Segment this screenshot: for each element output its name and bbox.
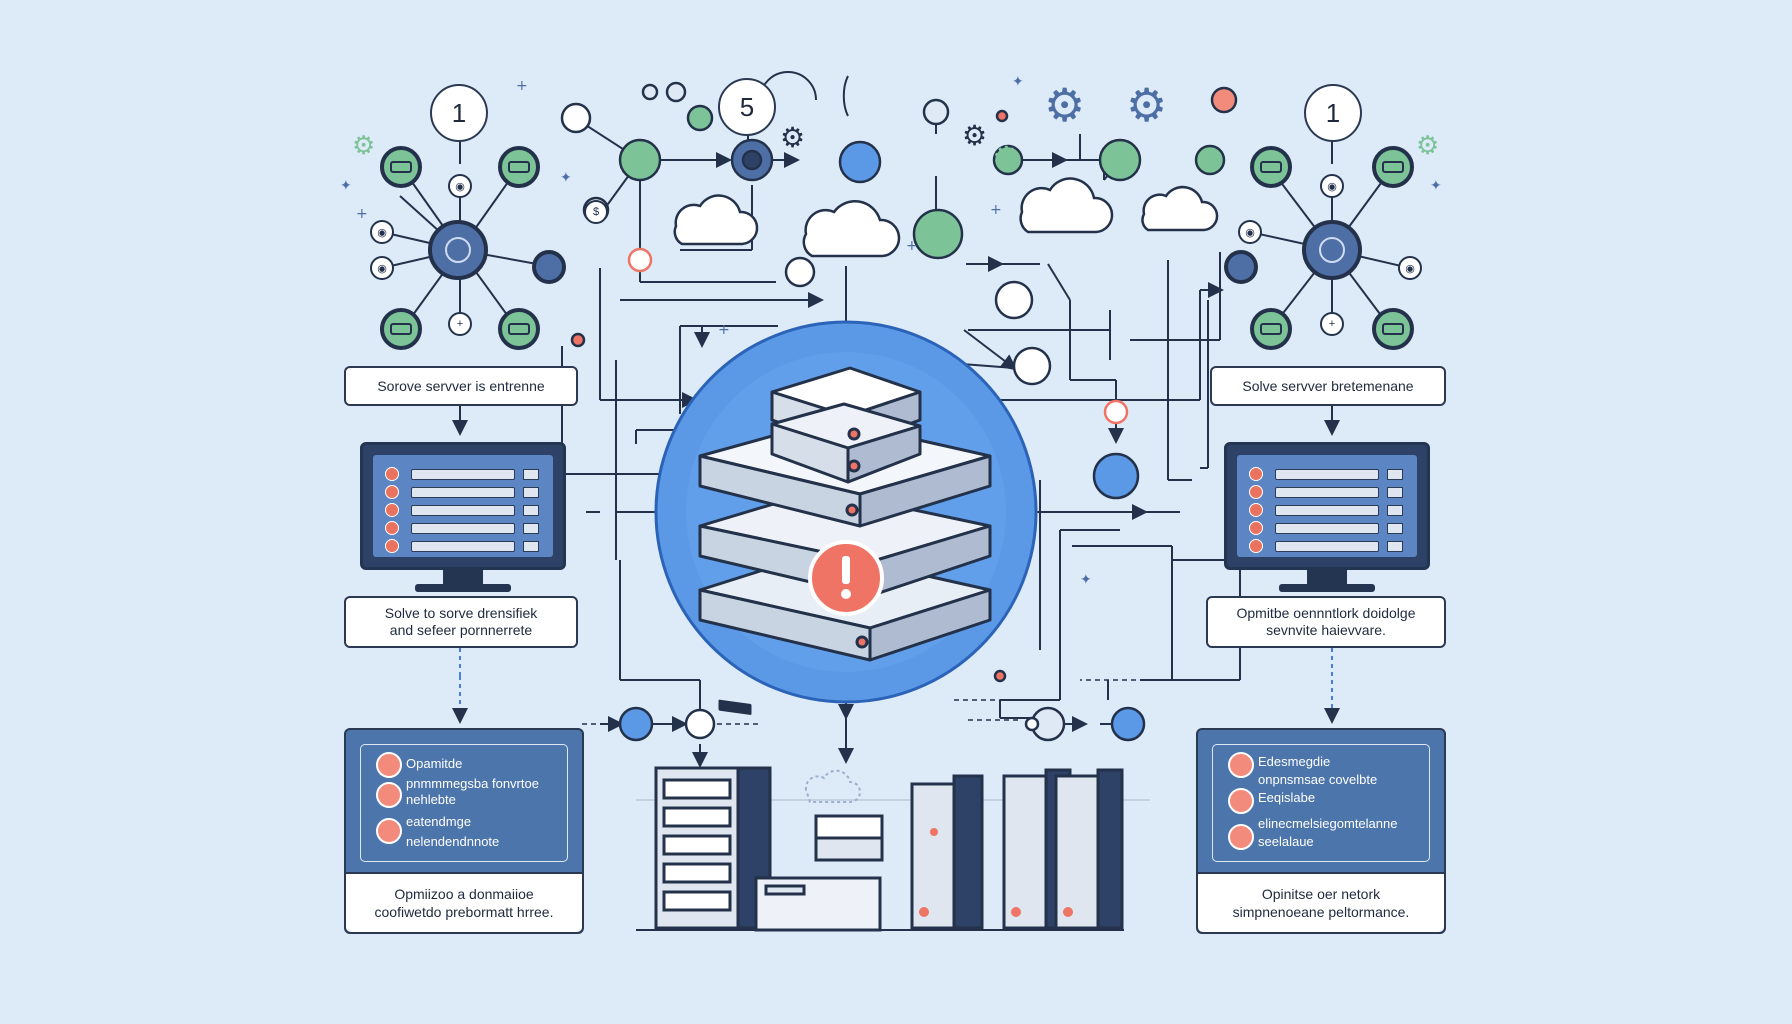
bottom-server-racks [654,766,1124,932]
top-node-green [618,138,662,182]
monitor-stand [443,570,483,588]
monitor-stand [1307,570,1347,588]
svg-text:+: + [356,206,368,222]
small-node: ◉ [370,220,394,244]
right-green-node [1372,308,1414,350]
panel-item: pnmmmegsba fonvrtoe nehlebte [406,776,539,807]
left-green-node [380,146,422,188]
gear-icon: ⚙ [992,140,1021,176]
svg-text:✦: ✦ [340,178,352,194]
step-badge-right: 1 [1304,84,1362,142]
gear-icon: ⚙ [780,122,806,153]
server-stack-icon [698,366,992,715]
panel-footer: Opinitse oer netork simpnenoeane peltorm… [1198,872,1444,932]
alert-icon [376,818,402,844]
alert-icon [1228,788,1254,814]
svg-text:+: + [718,322,730,338]
panel-item: Opamitde [406,756,463,771]
svg-text:✦: ✦ [560,170,572,186]
label-right-top: Solve servver bretemenane [1210,366,1446,406]
monitor-base [1279,584,1375,592]
right-green-node [1250,146,1292,188]
label-right-mid: Opmitbe oennntlork doidolge sevnvite hai… [1206,596,1446,648]
svg-text:+: + [906,238,918,254]
panel-item: onpnsmsae covelbte [1258,772,1378,787]
gear-icon: ⚙ [1044,79,1086,131]
monitor-right [1224,442,1430,570]
svg-text:✦: ✦ [1012,74,1024,90]
label-left-top: Sorove servver is entrenne [344,366,578,406]
info-panel-right: Edesmegdie onpnsmsae covelbte Eeqislabe … [1196,728,1446,934]
label-left-mid: Solve to sorve drensifiek and sefeer por… [344,596,578,648]
small-node: ◉ [370,256,394,280]
small-node: ◉ [1320,174,1344,198]
info-panel-left: Opamitde pnmmmegsba fonvrtoe nehlebte ea… [344,728,584,934]
left-green-node [380,308,422,350]
label-right-mid-line2: sevnvite haievvare. [1266,622,1386,638]
left-green-node [498,146,540,188]
gear-icon: ⚙ [352,130,376,160]
panel-item: nelendendnnote [406,834,500,849]
panel-footer-line1: Opinitse oer netork [1261,886,1381,902]
step-badge-center: 5 [718,78,776,136]
left-green-node [498,308,540,350]
panel-item: eatendmge [406,814,472,829]
svg-text:+: + [990,202,1002,218]
gear-icon: ⚙ [1126,79,1168,131]
panel-footer-line2: coofiwetdo prebormatt hrree. [374,904,554,920]
panel-footer: Opmiizoo a donmaiioe coofiwetdo preborma… [346,872,582,932]
svg-text:+: + [516,78,528,94]
gear-icon: ⚙ [1416,130,1440,160]
network-hub-icon [1302,220,1362,280]
right-green-node [1250,308,1292,350]
alert-icon [376,752,402,778]
alert-icon [376,782,402,808]
panel-item: Eeqislabe [1258,790,1316,805]
panel-item: Edesmegdie [1258,754,1331,769]
exclamation-alert-icon [808,540,884,616]
network-hub-icon [428,220,488,280]
alert-icon [1228,752,1254,778]
monitor-base [415,584,511,592]
cloud-icons [673,177,1219,258]
small-node: ◉ [1398,256,1422,280]
blue-node [532,250,566,284]
svg-text:✦: ✦ [1430,178,1442,194]
panel-footer-line1: Opmiizoo a donmaiioe [394,886,534,902]
label-left-mid-line2: and sefeer pornnerrete [389,622,533,638]
small-node: $ [584,200,608,224]
label-left-mid-line1: Solve to sorve drensifiek [384,605,538,621]
alert-icon [1228,824,1254,850]
panel-footer-line2: simpnenoeane peltormance. [1232,904,1410,920]
monitor-left [360,442,566,570]
label-right-mid-line1: Opmitbe oennntlork doidolge [1236,605,1416,621]
small-node: ◉ [448,174,472,198]
svg-text:✦: ✦ [1080,572,1092,588]
panel-item: elinecmelsiegomtelanne [1258,816,1398,831]
gear-icon: ⚙ [962,120,988,151]
right-green-node [1372,146,1414,188]
panel-item: seelalaue [1258,834,1314,849]
step-badge-left: 1 [430,84,488,142]
small-node: ◉ [1238,220,1262,244]
small-node: + [448,312,472,336]
blue-node [1224,250,1258,284]
small-node: + [1320,312,1344,336]
